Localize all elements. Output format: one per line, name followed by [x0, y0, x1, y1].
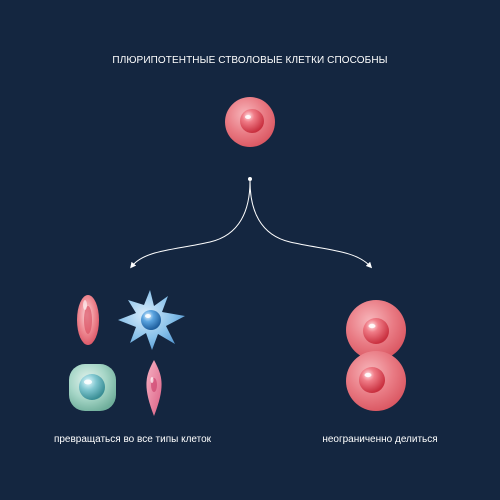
dividing-cells: [346, 300, 406, 411]
arrow-to-division: [249, 180, 373, 269]
stem-cell: [225, 97, 275, 147]
star-shaped-cell: [118, 290, 185, 350]
dividing-cell-nucleus: [359, 367, 385, 393]
red-blood-cell: [77, 295, 99, 345]
diagram-title: ПЛЮРИПОТЕНТНЫЕ СТВОЛОВЫЕ КЛЕТКИ СПОСОБНЫ: [112, 55, 388, 66]
rounded-cell: [69, 364, 116, 411]
dividing-cell-nucleus: [363, 318, 389, 344]
spindle-cell: [146, 360, 162, 416]
differentiation-caption: превращаться во все типы клеток: [53, 434, 212, 445]
branch-origin-dot: [248, 177, 252, 181]
division-caption: неограниченно делиться: [322, 434, 438, 445]
branch-arrows: [130, 177, 373, 269]
arrow-to-differentiation: [130, 180, 251, 269]
